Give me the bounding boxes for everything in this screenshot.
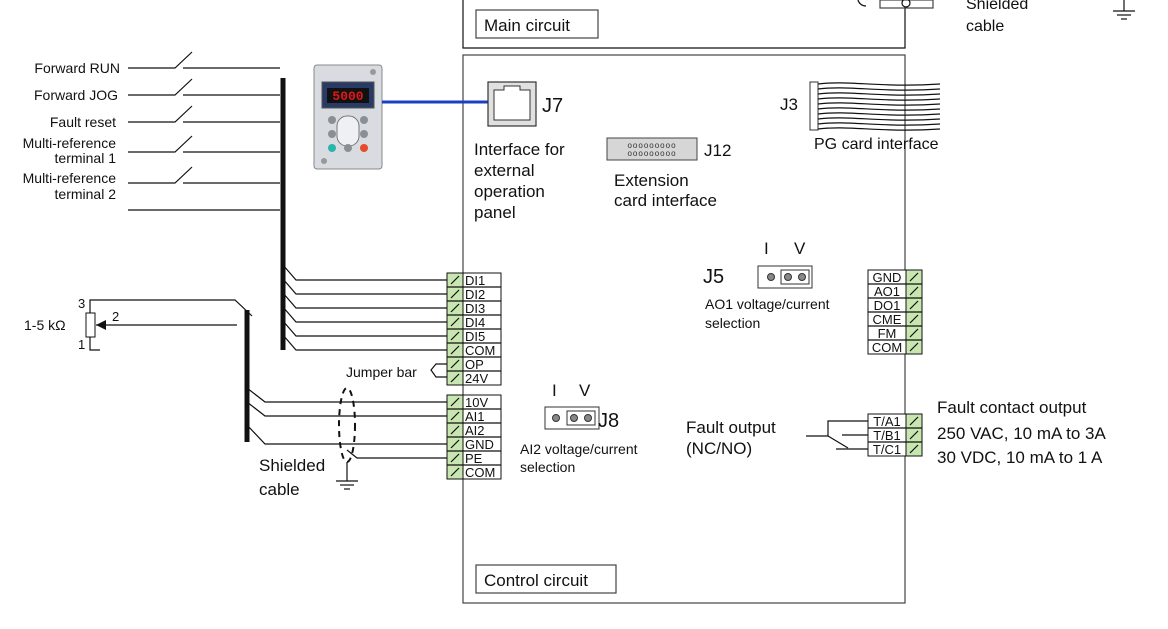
j8-desc-2: selection: [520, 459, 575, 475]
terminal-di4: DI4: [465, 315, 485, 330]
j7-connector: J7 Interface for external operation pane…: [474, 81, 565, 222]
j7-desc-1: Interface for: [474, 140, 565, 159]
input-forward-run: Forward RUN: [34, 60, 120, 76]
di-terminal-dividers: [447, 286, 501, 372]
ground-icon: [1113, 0, 1135, 20]
j8-jumper: I V J8 AI2 voltage/current selection: [520, 381, 638, 475]
terminal-op: OP: [465, 357, 484, 372]
ai-terminal-block: 10V AI1 AI2 GND PE COM: [446, 394, 502, 480]
j3-connector: J3 PG card interface: [780, 81, 941, 153]
j12-connector: ooooooooo ooooooooo J12 Extension card i…: [606, 137, 731, 210]
fault-output-label-2: (NC/NO): [686, 439, 752, 458]
jumper-bar: [430, 363, 447, 378]
j8-i-label: I: [552, 381, 557, 400]
terminal-tb1: T/B1: [873, 428, 900, 443]
ai-wiring: [246, 387, 447, 459]
terminal-com-ai: COM: [465, 465, 495, 480]
terminal-24v: 24V: [465, 371, 488, 386]
operation-panel: 5000: [313, 64, 383, 170]
j5-label: J5: [703, 266, 724, 288]
shielded-top-label: Shielded: [966, 0, 1028, 13]
svg-text:ooooooooo: ooooooooo: [627, 141, 676, 150]
terminal-ai2: AI2: [465, 423, 485, 438]
j8-desc-1: AI2 voltage/current: [520, 441, 638, 457]
j5-i-label: I: [764, 239, 769, 258]
main-circuit-label: Main circuit: [484, 16, 570, 35]
main-circuit-board: Main circuit: [462, 0, 906, 49]
terminal-ao-gnd: GND: [873, 270, 902, 285]
terminal-gnd: GND: [465, 437, 494, 452]
pot-label: 1-5 kΩ: [24, 317, 66, 333]
terminal-di3: DI3: [465, 301, 485, 316]
input-fault-reset: Fault reset: [50, 114, 116, 130]
j12-desc-2: card interface: [614, 191, 717, 210]
terminal-10v: 10V: [465, 395, 488, 410]
j3-label: J3: [780, 95, 798, 114]
j3-desc: PG card interface: [814, 136, 939, 153]
terminal-ai1: AI1: [465, 409, 485, 424]
shield-ellipse: [338, 387, 356, 463]
terminal-pe: PE: [465, 451, 483, 466]
j5-desc-1: AO1 voltage/current: [705, 296, 830, 312]
di-terminal-block: DI1 DI2 DI3 DI4 DI5 COM OP 24V: [446, 272, 502, 386]
control-circuit-label: Control circuit: [484, 571, 588, 590]
input-switches: [128, 51, 286, 350]
j5-v-label: V: [794, 239, 806, 258]
relay-contact: [806, 420, 868, 450]
fault-contact-title: Fault contact output: [937, 398, 1087, 417]
potentiometer: 1-5 kΩ 3 2 1: [24, 296, 253, 352]
j7-desc-2: external: [474, 161, 534, 180]
j7-desc-3: operation: [474, 182, 545, 201]
shielded-cable-label-1: Shielded: [259, 456, 325, 475]
panel-display: 5000: [332, 89, 363, 104]
input-multi-ref-1-a: Multi-reference: [23, 135, 117, 151]
input-multi-ref-2-a: Multi-reference: [23, 170, 117, 186]
cable-top-label: cable: [966, 18, 1004, 35]
shielded-cable-label-2: cable: [259, 480, 300, 499]
di-wiring: [282, 264, 447, 351]
fault-output-label-1: Fault output: [686, 418, 776, 437]
j5-jumper: I V J5 AO1 voltage/current selection: [703, 239, 830, 331]
pot-pin3: 3: [78, 296, 85, 311]
j12-label: J12: [704, 141, 731, 160]
control-circuit-label-box: [475, 564, 617, 594]
terminal-di2: DI2: [465, 287, 485, 302]
terminal-ao-com: COM: [872, 340, 902, 355]
terminal-ta1: T/A1: [873, 414, 900, 429]
j5-desc-2: selection: [705, 315, 760, 331]
fault-contact-spec-dc: 30 VDC, 10 mA to 1 A: [937, 448, 1103, 467]
j7-label: J7: [542, 95, 563, 117]
j12-desc-1: Extension: [614, 171, 689, 190]
ground-icon: [336, 462, 358, 490]
relay-terminal-block: T/A1 T/B1 T/C1: [867, 413, 923, 457]
ao-terminal-block: GND AO1 DO1 CME FM COM: [867, 269, 923, 355]
pot-pin1: 1: [78, 337, 85, 352]
pot-pin2: 2: [112, 309, 119, 324]
input-labels: Forward RUN Forward JOG Fault reset Mult…: [23, 60, 120, 202]
terminal-ao1: AO1: [874, 284, 900, 299]
terminal-fm: FM: [878, 326, 897, 341]
j7-desc-4: panel: [474, 203, 516, 222]
terminal-com: COM: [465, 343, 495, 358]
jumper-bar-label: Jumper bar: [346, 364, 417, 380]
terminal-di5: DI5: [465, 329, 485, 344]
terminal-di1: DI1: [465, 273, 485, 288]
terminal-tc1: T/C1: [873, 442, 901, 457]
fault-contact-spec-ac: 250 VAC, 10 mA to 3A: [937, 424, 1106, 443]
top-right-ground-block: Shielded cable: [857, 0, 1135, 35]
j8-label: J8: [598, 410, 619, 432]
terminal-do1: DO1: [874, 298, 901, 313]
j8-v-label: V: [579, 381, 591, 400]
input-forward-jog: Forward JOG: [34, 87, 118, 103]
terminal-cme: CME: [873, 312, 902, 327]
input-multi-ref-2-b: terminal 2: [55, 186, 117, 202]
input-multi-ref-1-b: terminal 1: [55, 150, 117, 166]
svg-text:ooooooooo: ooooooooo: [627, 149, 676, 158]
